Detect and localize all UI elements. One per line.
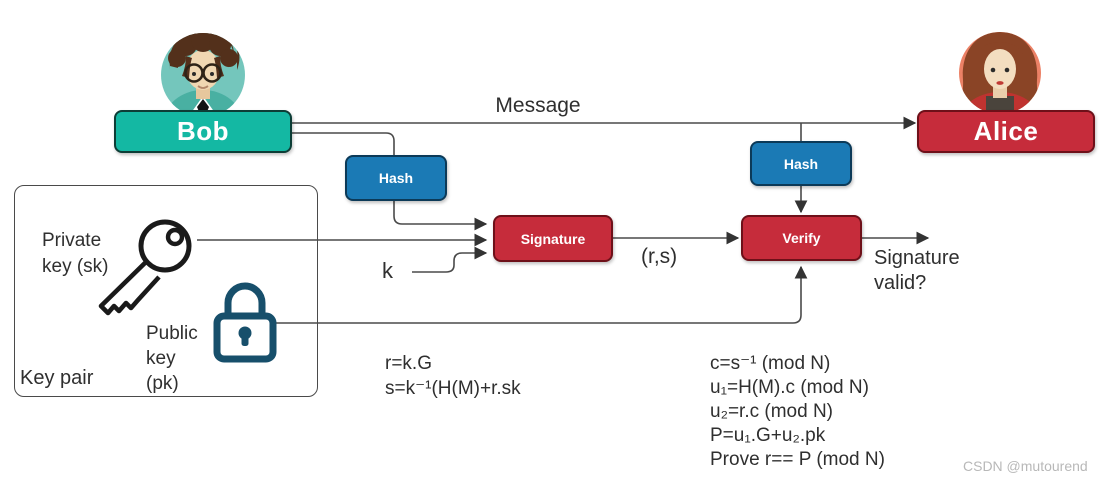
hash-to-signature-arrow	[393, 201, 488, 231]
bob-node: Bob	[114, 110, 292, 153]
verification-formulas: c=s⁻¹ (mod N) u₁=H(M).c (mod N) u₂=r.c (…	[710, 352, 885, 472]
formula-prove: Prove r== P (mod N)	[710, 449, 885, 470]
formula-c: c=s⁻¹ (mod N)	[710, 353, 831, 374]
key-icon	[98, 219, 192, 316]
signature-valid-label: Signature valid?	[874, 247, 960, 294]
watermark: CSDN @mutourend	[963, 458, 1088, 474]
signing-formulas: r=k.G s=k⁻¹(H(M)+r.sk	[385, 351, 521, 401]
key-pair-label: Key pair	[20, 367, 94, 389]
hash-receiver-node: Hash	[750, 141, 852, 186]
public-key-label: Public key (pk)	[146, 323, 198, 394]
hash-sender-node: Hash	[345, 155, 447, 201]
signature-node: Signature	[493, 215, 613, 262]
formula-u1: u₁=H(M).c (mod N)	[710, 377, 869, 398]
k-to-signature-arrow	[412, 246, 488, 273]
private-key-label: Private key (sk)	[42, 230, 109, 277]
formula-r: r=k.G	[385, 353, 432, 374]
public-key-to-verify-arrow	[271, 265, 808, 324]
signature-rs-label: (r,s)	[641, 245, 678, 268]
message-label: Message	[495, 94, 581, 117]
formula-s: s=k⁻¹(H(M)+r.sk	[385, 378, 521, 399]
bob-to-hash-line	[292, 132, 395, 155]
alice-node: Alice	[917, 110, 1095, 153]
verify-node: Verify	[741, 215, 862, 261]
lock-icon	[213, 282, 277, 363]
formula-p: P=u₁.G+u₂.pk	[710, 425, 826, 446]
formula-u2: u₂=r.c (mod N)	[710, 401, 833, 422]
bob-avatar	[161, 33, 245, 117]
nonce-k-label: k	[382, 258, 393, 283]
key-pair-box	[14, 185, 318, 397]
